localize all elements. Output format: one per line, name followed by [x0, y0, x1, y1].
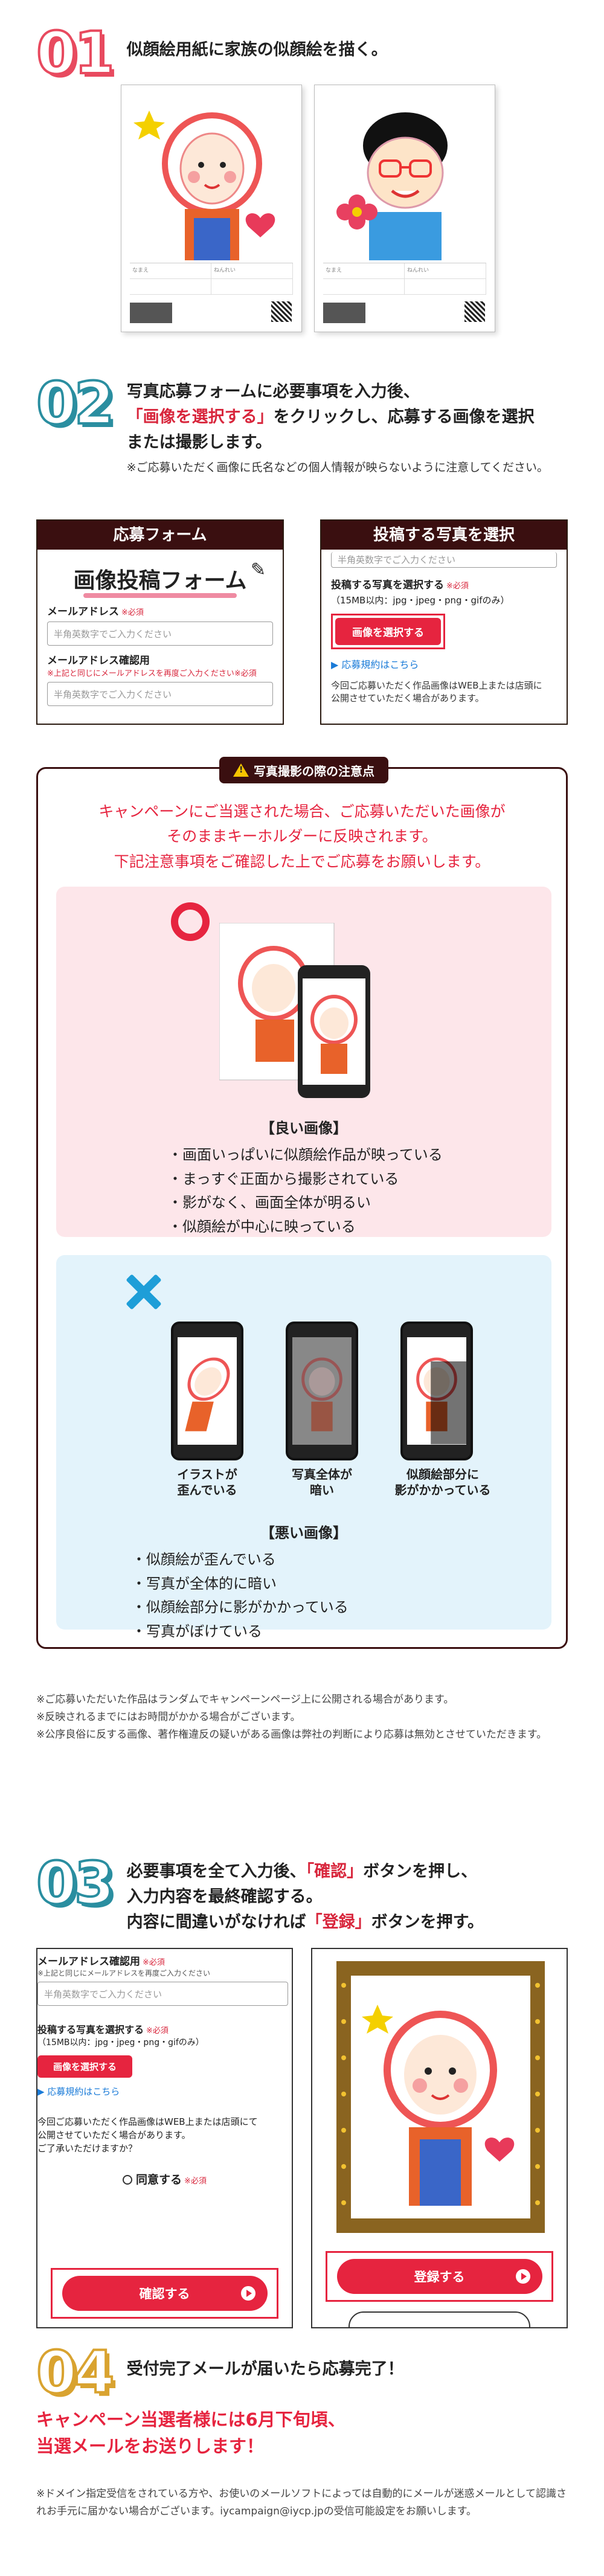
step2-header: 02 写真応募フォームに必要事項を入力後、 「画像を選択する」をクリックし、応募…: [35, 370, 548, 477]
list-item: ・写真がぼけている: [132, 1622, 262, 1640]
application-form-panel: 応募フォーム 画像投稿フォーム ✎ メールアドレス※必須 半角英数字でご入力くだ…: [36, 519, 284, 725]
bad-cross-icon: [123, 1271, 165, 1313]
caution-box: 写真撮影の際の注意点 キャンペーンにご当選された場合、ご応募いただいた画像が そ…: [36, 757, 568, 1649]
qr-code-icon: [464, 301, 485, 322]
email-field[interactable]: 半角英数字でご入力ください: [331, 552, 557, 568]
child-drawing-girl: [133, 111, 275, 260]
confirm-screen: メールアドレス確認用※必須 ※上記と同じにメールアドレスを再度ご入力ください 半…: [36, 1948, 293, 2328]
good-list: ・画面いっぱいに似顔絵作品が映っている ・まっすぐ正面から撮影されている ・影が…: [168, 1143, 443, 1239]
caution-tab: 写真撮影の際の注意点: [219, 757, 388, 783]
arrow-right-icon: [240, 2286, 255, 2301]
register-screen: 登録する: [311, 1948, 568, 2328]
list-item: ・写真が全体的に暗い: [132, 1575, 277, 1592]
step3-number: 03: [35, 1849, 116, 1917]
step3-text: 必要事項を全て入力後、「確認」ボタンを押し、 入力内容を最終確認する。 内容に間…: [126, 1862, 484, 1932]
photo-select-panel: 投稿する写真を選択 半角英数字でご入力ください 投稿する写真を選択する※必須 （…: [320, 519, 568, 725]
list-item: ・似顔絵が中心に映っている: [168, 1218, 356, 1235]
step1-text: 似顔絵用紙に家族の似顔絵を描く。: [126, 40, 388, 59]
phone-distorted: [171, 1322, 243, 1460]
good-title: 【良い画像】: [260, 1120, 347, 1137]
caption-dark: 写真全体が暗い: [292, 1467, 352, 1497]
step4-text: 受付完了メールが届いたら応募完了！: [126, 2360, 404, 2378]
list-item: ・画面いっぱいに似顔絵作品が映っている: [168, 1146, 443, 1163]
caution-lead: キャンペーンにご当選された場合、ご応募いただいた画像が そのままキーホルダーに反…: [98, 803, 506, 870]
email-confirm-field[interactable]: 半角英数字でご入力ください: [47, 682, 273, 706]
step3-header: 03 必要事項を全て入力後、「確認」ボタンを押し、 入力内容を最終確認する。 内…: [35, 1849, 484, 1935]
register-button[interactable]: 登録する: [336, 2259, 542, 2294]
panel-title: 応募フォーム: [37, 521, 283, 550]
terms-link[interactable]: ▶ 応募規約はこちら: [37, 2086, 120, 2097]
back-button[interactable]: [349, 2311, 530, 2327]
register-button-highlight: [326, 2251, 553, 2302]
arrow-right-icon: [515, 2269, 530, 2284]
list-item: ・まっすぐ正面から撮影されている: [168, 1170, 399, 1187]
bad-example-box: イラストが歪んでいる 写真全体が暗い 似顔絵部分に影がかかっている 【悪い画像】…: [56, 1255, 551, 1640]
brand-logo: [323, 303, 365, 323]
caption-distorted: イラストが歪んでいる: [177, 1467, 237, 1497]
step2-text: 写真応募フォームに必要事項を入力後、 「画像を選択する」をクリックし、応募する画…: [127, 374, 548, 477]
brand-logo: [130, 303, 172, 323]
pencil-icon: ✎: [250, 559, 266, 580]
winner-announcement: キャンペーン当選者様には6月下旬頃、 当選メールをお送りします！: [36, 2409, 345, 2456]
warning-icon: [233, 763, 249, 777]
step2-number: 02: [35, 370, 116, 437]
step2-note: ※ご応募いただく画像に氏名などの個人情報が映らないように注意してください。: [126, 460, 548, 474]
step4-header: 04 受付完了メールが届いたら応募完了！: [35, 2339, 404, 2406]
good-photo-illustration: [219, 923, 370, 1098]
phone-shadow: [400, 1322, 473, 1460]
bad-list: ・似顔絵が歪んでいる ・写真が全体的に暗い ・似顔絵部分に影がかかっている ・写…: [132, 1548, 349, 1643]
confirm-button-highlight: [51, 2268, 278, 2319]
form-banner-title: 画像投稿フォーム ✎: [47, 559, 273, 598]
framed-drawing-preview: [336, 1961, 545, 2233]
email-confirm-field[interactable]: 半角英数字でご入力ください: [37, 1982, 288, 2006]
sample-paper-2: なまえねんれい: [314, 85, 495, 332]
select-image-button[interactable]: 画像を選択する: [335, 618, 441, 645]
caption-shadow: 似顔絵部分に影がかかっている: [394, 1467, 491, 1497]
email-field[interactable]: 半角英数字でご入力ください: [47, 622, 273, 646]
panel-title: 投稿する写真を選択: [321, 521, 567, 550]
step4-number: 04: [35, 2339, 116, 2406]
sample-paper-1: なまえねんれい: [121, 85, 302, 332]
qr-code-icon: [271, 301, 292, 322]
agree-radio[interactable]: [123, 2175, 133, 2185]
phone-dark: [286, 1322, 358, 1460]
list-item: ・似顔絵部分に影がかかっている: [132, 1599, 349, 1616]
notes: ※ご応募いただいた作品はランダムでキャンペーンページ上に公開される場合があります…: [36, 1694, 547, 1741]
list-item: ・似顔絵が歪んでいる: [132, 1551, 276, 1568]
select-image-button[interactable]: 画像を選択する: [37, 2055, 133, 2078]
child-drawing-boy: [336, 112, 448, 260]
good-circle-icon: [171, 902, 210, 941]
confirm-button[interactable]: 確認する: [62, 2276, 268, 2311]
list-item: ・影がなく、画面全体が明るい: [168, 1194, 371, 1212]
terms-link[interactable]: ▶ 応募規約はこちら: [331, 659, 419, 670]
select-button-highlight: 画像を選択する: [331, 614, 445, 649]
step1-header: 01 似顔絵用紙に家族の似顔絵を描く。: [35, 19, 388, 87]
good-example-box: 【良い画像】 ・画面いっぱいに似顔絵作品が映っている ・まっすぐ正面から撮影され…: [56, 887, 551, 1237]
bad-title: 【悪い画像】: [260, 1524, 347, 1541]
mail-note: ※ドメイン指定受信をされている方や、お使いのメールソフトによっては自動的にメール…: [36, 2488, 567, 2517]
step1-number: 01: [35, 19, 116, 87]
